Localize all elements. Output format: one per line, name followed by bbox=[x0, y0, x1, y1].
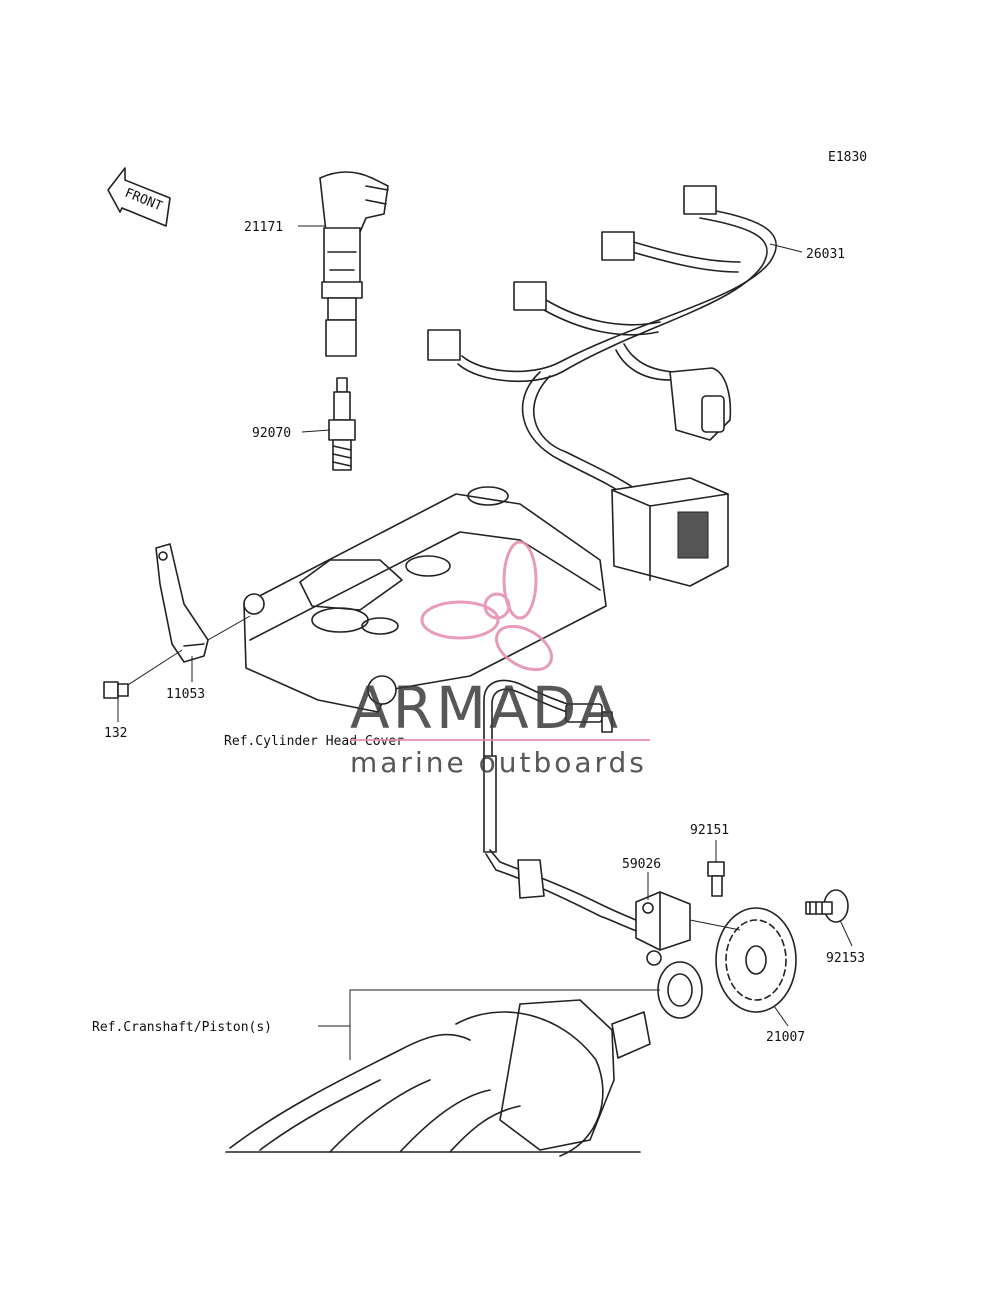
part-number-label: 132 bbox=[104, 726, 127, 741]
part-number-label: 11053 bbox=[166, 687, 205, 702]
timing-rotor bbox=[715, 907, 797, 1013]
reference-label: Ref.Cylinder Head Cover bbox=[224, 734, 404, 749]
front-arrow-icon: FRONT bbox=[107, 167, 171, 227]
bracket bbox=[119, 543, 251, 691]
cylinder-head-cover bbox=[243, 486, 607, 713]
ignition-coil bbox=[319, 171, 389, 357]
watermark-logo: ARMADA marine outboards bbox=[350, 540, 650, 779]
spark-plug bbox=[328, 377, 356, 471]
bolt bbox=[103, 681, 129, 699]
part-number-label: 59026 bbox=[622, 857, 661, 872]
part-number-label: 92070 bbox=[252, 426, 291, 441]
crankshaft bbox=[225, 961, 703, 1157]
part-number-label: 92153 bbox=[826, 951, 865, 966]
wire-harness bbox=[427, 185, 777, 587]
bolt bbox=[707, 861, 725, 897]
part-number-label: 21171 bbox=[244, 220, 283, 235]
part-number-label: 21007 bbox=[766, 1030, 805, 1045]
diagram-code: E1830 bbox=[828, 150, 867, 165]
watermark-name: ARMADA bbox=[350, 674, 621, 742]
part-number-label: 26031 bbox=[806, 247, 845, 262]
sensor-cable bbox=[483, 679, 641, 933]
pickup-coil bbox=[635, 891, 691, 966]
part-number-label: 92151 bbox=[690, 823, 729, 838]
propeller-icon bbox=[420, 540, 553, 672]
reference-label: Ref.Cranshaft/Piston(s) bbox=[92, 1020, 272, 1035]
leader-lines bbox=[117, 225, 853, 1027]
flange-bolt bbox=[805, 889, 849, 923]
watermark-tagline: marine outboards bbox=[350, 746, 647, 779]
